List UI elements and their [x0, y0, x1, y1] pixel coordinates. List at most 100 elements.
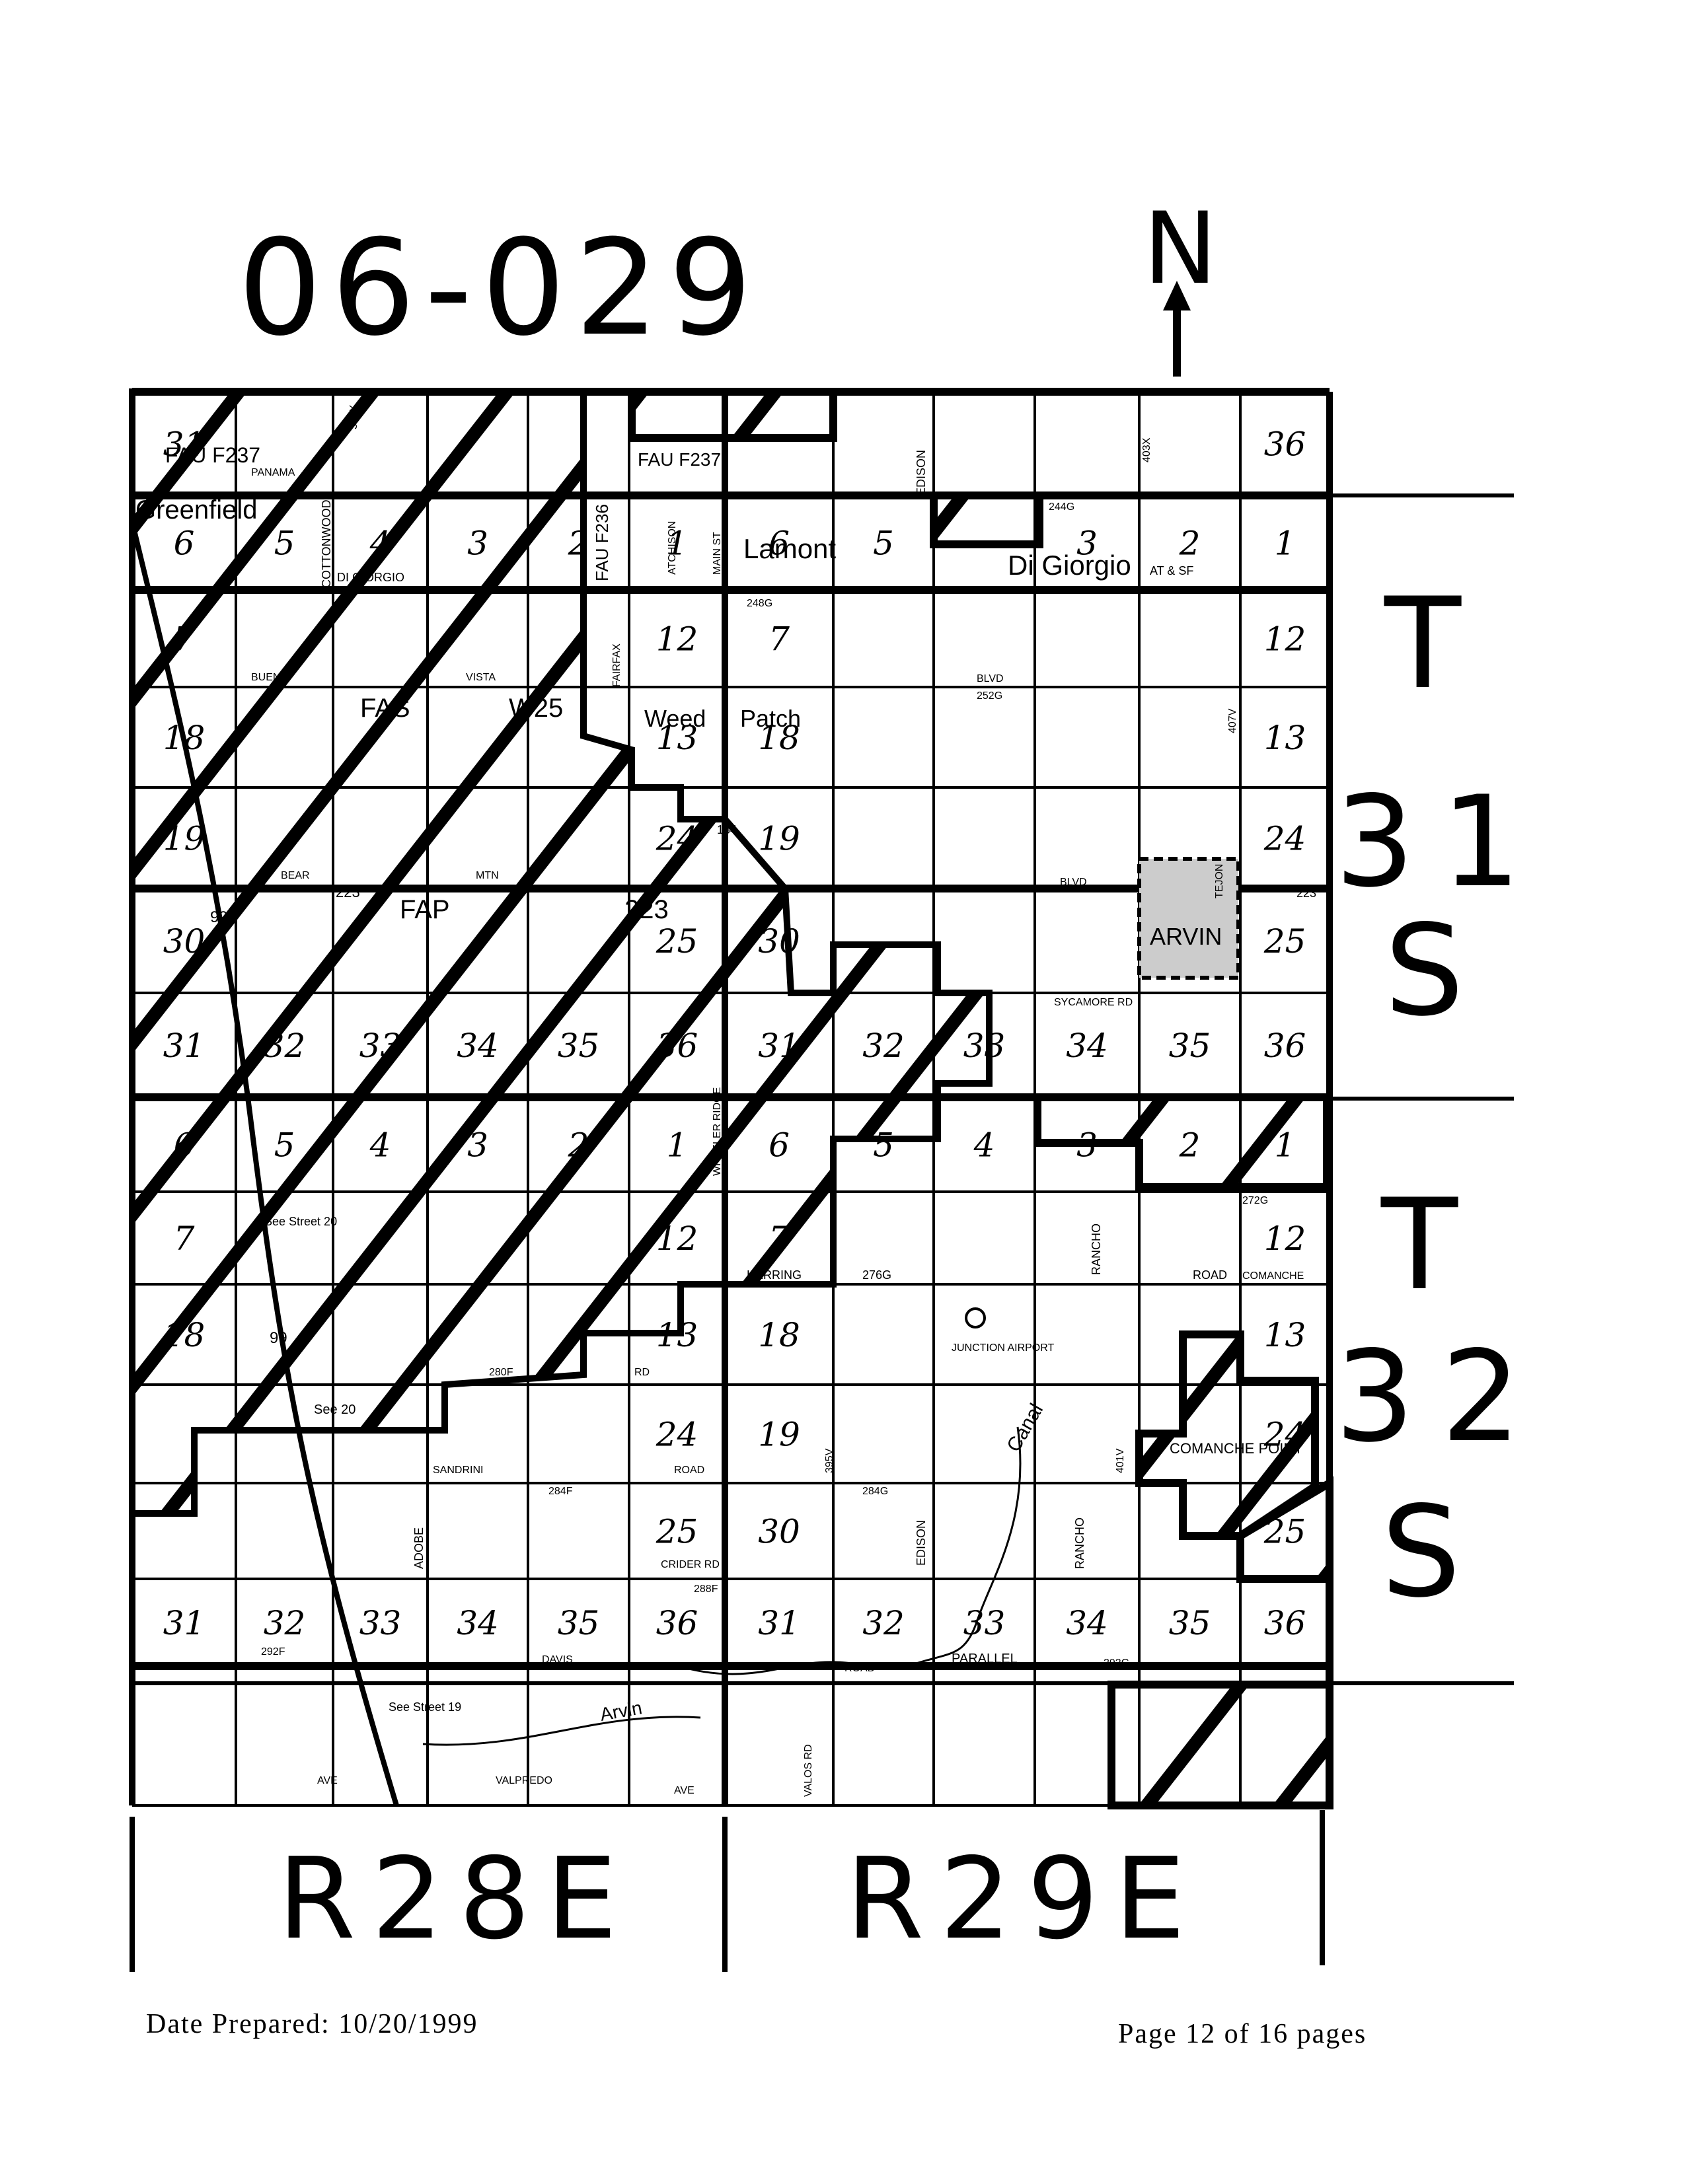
label-canal: Canal — [1002, 1400, 1047, 1455]
north-arrow-icon — [1163, 281, 1191, 377]
section-number: 31 — [163, 1027, 206, 1065]
label-fau-f236: FAU F236 — [592, 504, 612, 581]
label-atchison: ATCHISON — [667, 521, 678, 575]
section-number: 35 — [558, 1604, 600, 1642]
hatched-area-sec4 — [930, 491, 1043, 548]
section-number: 5 — [274, 1126, 295, 1165]
section-number: 33 — [963, 1027, 1006, 1065]
section-number: 18 — [758, 1316, 800, 1354]
section-number: 36 — [1264, 1027, 1306, 1065]
label-edison-north: EDISON — [915, 450, 928, 495]
label-see-20: See 20 — [314, 1402, 356, 1417]
label-ave-east: AVE — [674, 1785, 694, 1796]
section-number: 4 — [369, 525, 391, 563]
label-davis: DAVIS — [542, 1654, 573, 1665]
section-number: 18 — [163, 719, 206, 757]
section-number: 31 — [758, 1027, 800, 1065]
label-w25: W25 — [509, 694, 563, 723]
section-number: 19 — [758, 820, 800, 858]
label-blvd-arvin: BLVD — [1060, 877, 1087, 888]
label-248g: 248G — [747, 598, 772, 609]
township-31-s: S — [1384, 898, 1464, 1044]
shield-99-south: 99 — [270, 1329, 287, 1347]
section-number: 3 — [467, 1126, 488, 1165]
hatched-area-comanche — [1135, 1330, 1319, 1540]
label-main-st: MAIN ST — [712, 532, 723, 575]
section-number: 33 — [359, 1027, 402, 1065]
label-fas: FAS — [360, 694, 410, 723]
label-ave-west: AVE — [317, 1775, 338, 1786]
label-fairfax: FAIRFAX — [611, 643, 622, 687]
label-arvin: ARVIN — [1150, 923, 1222, 950]
section-number: 6 — [769, 525, 790, 563]
label-272g: 272G — [1242, 1195, 1268, 1206]
date-prepared: Date Prepared: 10/20/1999 — [146, 2009, 478, 2039]
label-wheeler-ridge: WHEELER RIDGE — [712, 1087, 723, 1176]
section-number: 13 — [1264, 719, 1306, 757]
section-number: 19 — [758, 1416, 800, 1454]
section-number: 31 — [163, 425, 206, 464]
section-number: 7 — [174, 1219, 195, 1258]
canal-line — [911, 1426, 1022, 1666]
section-number: 33 — [963, 1604, 1006, 1642]
north-label: N — [1143, 192, 1218, 307]
section-number: 30 — [758, 1513, 800, 1551]
section-number: 1 — [667, 1126, 688, 1165]
section-number: 32 — [862, 1604, 905, 1642]
label-cottonwood: COTTONWOOD — [320, 499, 333, 588]
label-288f: 288F — [694, 1583, 718, 1595]
shield-184: 184 — [717, 823, 737, 836]
label-buena: BUENA — [251, 672, 287, 683]
label-252g: 252G — [977, 690, 1002, 702]
label-rancho: RANCHO — [1090, 1223, 1103, 1275]
label-panama: PANAMA — [251, 467, 295, 478]
section-number: 2 — [1179, 1126, 1201, 1165]
section-number: 32 — [264, 1604, 306, 1642]
section-number: 24 — [1263, 1416, 1306, 1454]
label-greenfield: Greenfield — [135, 495, 258, 525]
label-bear: BEAR — [281, 870, 310, 881]
section-number: 12 — [656, 620, 698, 659]
section-number: 31 — [163, 1604, 206, 1642]
label-292f: 292F — [261, 1646, 285, 1657]
section-number: 32 — [862, 1027, 905, 1065]
section-number: 32 — [264, 1027, 306, 1065]
shield-99: 99 — [210, 908, 228, 926]
label-284g: 284G — [862, 1486, 888, 1497]
section-number: 1 — [1275, 1126, 1296, 1165]
section-number: 6 — [769, 1126, 790, 1165]
label-276g: 276G — [862, 1268, 891, 1282]
label-atsf: AT & SF — [1150, 564, 1193, 577]
section-number: 7 — [174, 620, 195, 659]
label-weed: Weed — [644, 705, 706, 732]
section-number: 6 — [174, 525, 195, 563]
label-vista: VISTA — [466, 672, 496, 683]
section-number: 3 — [1076, 525, 1098, 563]
highway-99 — [130, 521, 1022, 1807]
range-r28e: R28E — [278, 1834, 633, 1965]
section-number: 12 — [656, 1219, 698, 1258]
section-number: 25 — [656, 1513, 698, 1551]
label-parallel: PARALLEL — [952, 1652, 1018, 1666]
section-number: 35 — [558, 1027, 600, 1065]
label-401v: 401V — [1115, 1448, 1126, 1473]
section-number: 12 — [1264, 1219, 1306, 1258]
section-number: 19 — [163, 820, 206, 858]
section-number: 13 — [656, 719, 698, 757]
label-road-comanche: ROAD — [1193, 1268, 1227, 1282]
label-junction-airport: JUNCTION AIRPORT — [952, 1342, 1055, 1354]
label-road-sandrini: ROAD — [674, 1465, 704, 1476]
section-number: 24 — [656, 1416, 698, 1454]
label-fau-f237-b: FAU F237 — [638, 449, 721, 470]
label-di-giorgio-rd: DI GIORGIO — [337, 571, 404, 584]
section-number: 3 — [467, 525, 488, 563]
label-sandrini: SANDRINI — [433, 1465, 483, 1476]
section-number: 25 — [656, 922, 698, 961]
label-comanche-point: COMANCHE POINT — [1170, 1440, 1303, 1457]
label-403x: 403X — [1141, 437, 1152, 462]
section-number: 5 — [873, 525, 894, 563]
range-dividers — [130, 1810, 1325, 1972]
section-number: 1 — [667, 525, 688, 563]
section-number: 24 — [656, 820, 698, 858]
section-number: 2 — [568, 1126, 589, 1165]
